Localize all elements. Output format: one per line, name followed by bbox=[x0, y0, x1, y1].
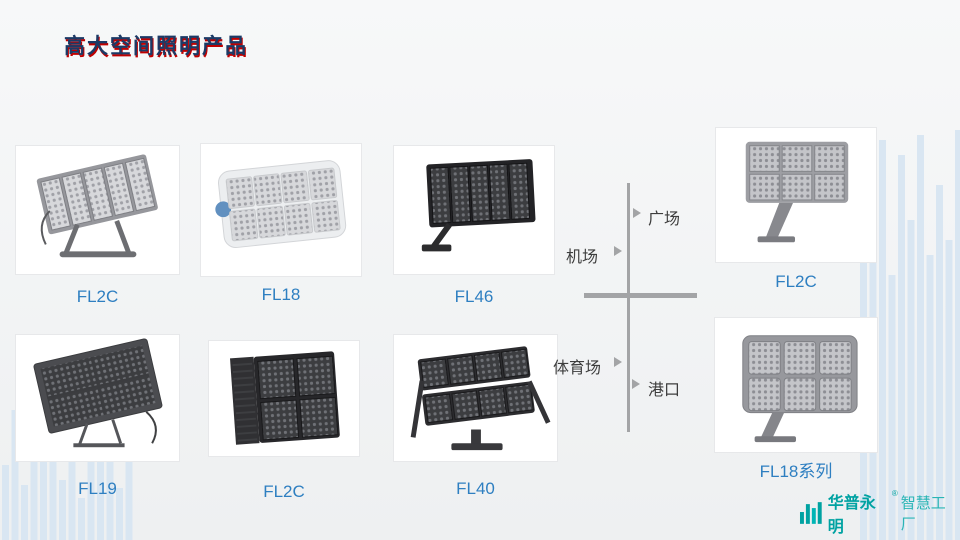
product-card bbox=[393, 145, 555, 275]
product-card bbox=[15, 334, 180, 462]
triangle-marker-icon bbox=[633, 208, 641, 218]
product-card bbox=[714, 317, 878, 453]
company-logo: 华普永明 ® 智慧工厂 bbox=[799, 489, 960, 537]
product-label: FL2C bbox=[76, 287, 119, 306]
floodlight-fl2c-angled-image bbox=[36, 154, 158, 258]
triangle-marker-icon bbox=[614, 246, 622, 256]
product-card bbox=[208, 340, 360, 457]
floodlight-fl18-series-image bbox=[742, 335, 858, 443]
registered-mark: ® bbox=[891, 489, 898, 498]
diagram-label-port: 港口 bbox=[648, 382, 681, 399]
page-title: 高大空间照明产品 bbox=[64, 35, 248, 58]
floodlight-fl40-image bbox=[410, 346, 551, 451]
logo-brand-text: 华普永明 bbox=[827, 495, 876, 536]
diagram-label-plaza: 广场 bbox=[648, 211, 681, 228]
triangle-marker-icon bbox=[632, 379, 640, 389]
product-label: FL2C bbox=[775, 272, 817, 291]
product-label: FL18 bbox=[261, 285, 301, 304]
product-card bbox=[200, 143, 362, 277]
logo-suffix-text: 智慧工厂 bbox=[900, 495, 946, 533]
floodlight-fl18-image bbox=[215, 160, 347, 248]
diagram-label-stadium: 体育场 bbox=[553, 360, 602, 377]
floodlight-fl2c-front-image bbox=[745, 141, 849, 243]
product-label: FL18系列 bbox=[759, 462, 833, 481]
product-card bbox=[393, 334, 558, 462]
logo-icon bbox=[799, 502, 822, 524]
product-label: FL46 bbox=[454, 287, 494, 306]
floodlight-fl2c-black-image bbox=[229, 351, 340, 445]
diagram-horizontal-line bbox=[584, 293, 697, 298]
product-label: FL2C bbox=[263, 482, 305, 501]
product-label: FL19 bbox=[78, 479, 117, 498]
floodlight-fl19-image bbox=[33, 338, 163, 448]
diagram-vertical-line bbox=[627, 183, 630, 432]
floodlight-fl46-image bbox=[421, 159, 536, 252]
product-label: FL40 bbox=[456, 479, 495, 498]
product-card bbox=[15, 145, 180, 275]
product-card bbox=[715, 127, 877, 263]
triangle-marker-icon bbox=[614, 357, 622, 367]
diagram-label-airport: 机场 bbox=[566, 249, 599, 266]
